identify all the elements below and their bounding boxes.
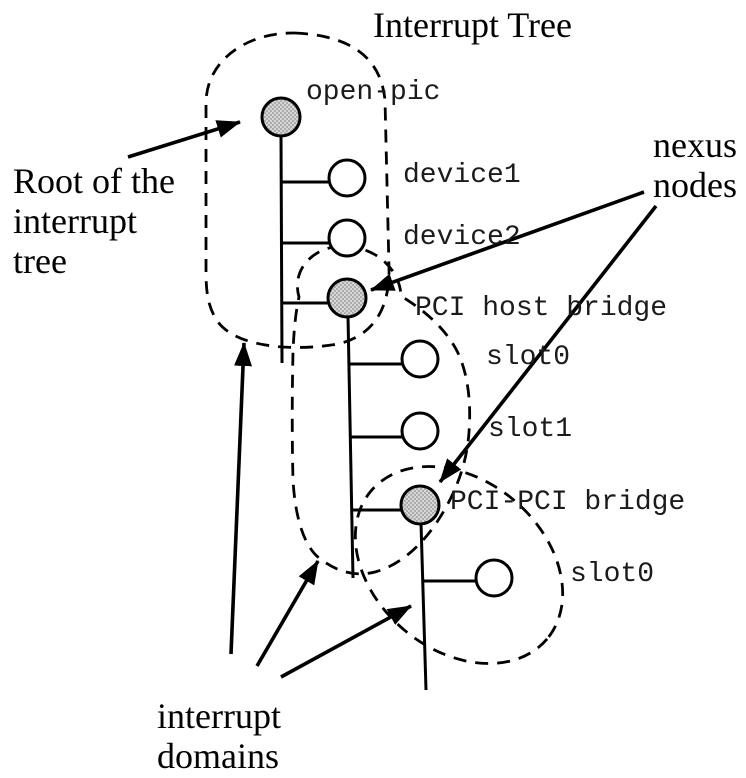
root-annotation-line1: Root of the [13,161,175,201]
node-slot0-circle [400,339,440,379]
trunk-pci-pci-bridge [419,522,428,691]
node-pci-pci-bridge-label: PCI-PCI bridge [450,487,685,518]
domains-pointer-arrow-3 [280,604,412,679]
node-slot0-label: slot0 [486,342,570,373]
domains-annotation-line2: domains [157,736,279,776]
node-device2-circle [327,218,367,258]
root-pointer-arrow [127,120,241,159]
nexus-annotation-line2: nodes [653,165,737,205]
node-slot1-label: slot1 [488,414,572,445]
trunk-open-pic [279,134,284,364]
node-slot0-lower-label: slot0 [570,559,654,590]
root-annotation-line3: tree [13,241,67,281]
trunk-pci-host-bridge [346,315,355,579]
node-device1-label: device1 [403,160,521,191]
node-pci-host-bridge-label: PCI host bridge [415,293,667,324]
node-pci-pci-bridge-circle [399,484,441,526]
interrupt-domain-2-outline [290,244,472,576]
root-annotation-line2: interrupt [13,201,137,241]
nexus-annotation-line1: nexus [653,125,737,165]
interrupt-domain-3-outline [353,465,565,665]
nexus-pointer-arrow-2 [438,204,658,484]
node-open-pic-circle [260,96,302,138]
node-device2-label: device2 [403,222,521,253]
domains-annotation-line1: interrupt [157,696,281,736]
node-slot0-lower-circle [474,558,514,598]
domains-pointer-arrow-1 [229,342,253,655]
node-slot1-circle [400,411,440,451]
node-device1-circle [327,158,367,198]
node-pci-host-bridge-circle [326,277,368,319]
node-open-pic-label: open-pic [306,77,440,108]
domains-pointer-arrow-2 [255,560,320,667]
interrupt-domain-1-outline [204,31,391,349]
nexus-pointer-arrow-1 [370,190,645,292]
diagram-title: Interrupt Tree [373,5,572,45]
